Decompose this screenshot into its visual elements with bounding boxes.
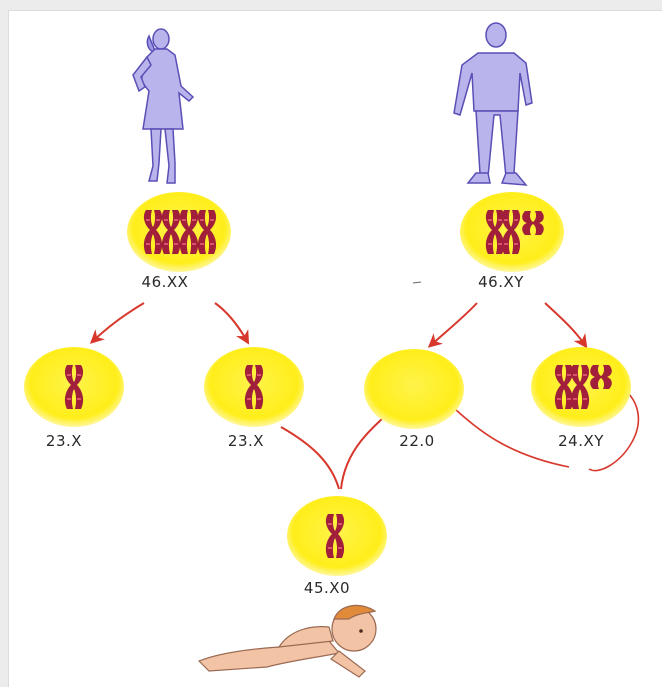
egg-cell-right [204, 347, 304, 427]
father-cell [460, 192, 564, 272]
stray-dash [413, 282, 421, 283]
zygote-karyotype-label: 45.X0 [304, 579, 350, 597]
egg-right-karyotype-label: 23.X [228, 432, 264, 450]
arrow-father-to-sperm-xy [545, 303, 585, 345]
man-silhouette-icon [454, 23, 532, 185]
mother-cell [127, 192, 231, 272]
woman-silhouette-icon [133, 29, 193, 183]
fertilization-line-egg [281, 427, 339, 489]
arrow-mother-to-egg-right [215, 303, 247, 341]
sperm-xy-karyotype-label: 24.XY [558, 432, 604, 450]
baby-figure [199, 605, 376, 677]
crawling-baby-icon [199, 605, 376, 677]
zygote-cell [287, 496, 387, 576]
arrow-mother-to-egg-left [93, 303, 144, 341]
mother-figure [133, 29, 193, 183]
karyotype-inheritance-diagram: 46.XX 46.XY 23.X 23.X 22.0 24.XY 45.X0 [8, 10, 662, 687]
egg-cell-left [24, 347, 124, 427]
arrow-father-to-sperm-empty [431, 303, 477, 345]
sperm-cell-xy [531, 347, 631, 427]
sperm-empty-karyotype-label: 22.0 [399, 432, 434, 450]
father-figure [454, 23, 532, 185]
sperm-cell-empty [364, 349, 464, 429]
father-karyotype-label: 46.XY [478, 273, 524, 291]
egg-left-karyotype-label: 23.X [46, 432, 82, 450]
mother-karyotype-label: 46.XX [142, 273, 189, 291]
